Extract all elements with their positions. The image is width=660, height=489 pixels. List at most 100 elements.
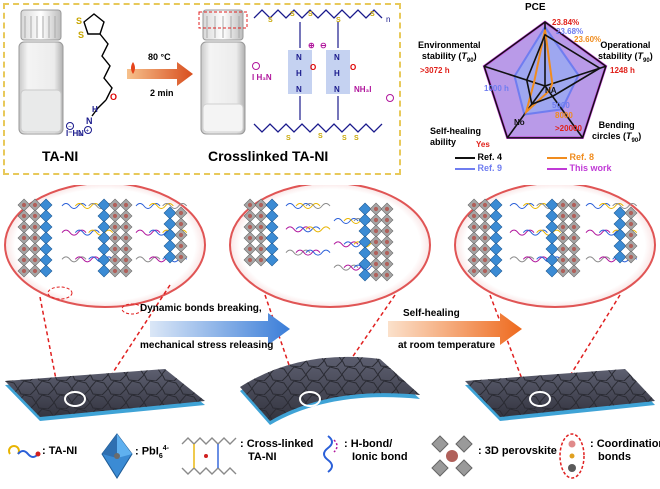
octahedron	[243, 198, 257, 212]
axis-op-line2: stability (	[598, 51, 638, 61]
octahedron-core	[571, 213, 577, 219]
octahedron-core	[247, 224, 253, 230]
arrow1-text-line1: Dynamic bonds breaking,	[140, 303, 262, 314]
axis-env-line2: stability (	[421, 51, 462, 61]
svg-text:S: S	[78, 30, 84, 40]
axis-bend-sub: 90	[631, 137, 639, 144]
octahedron-core	[258, 202, 264, 208]
chain-segment	[305, 226, 331, 233]
chain-segment	[333, 218, 359, 224]
octahedron-core	[373, 239, 379, 245]
chain-segment	[509, 229, 535, 236]
octahedron	[254, 209, 268, 223]
legend-ta-ni-text: : TA-NI	[42, 445, 78, 457]
axis-label-pce: PCE	[525, 2, 546, 13]
svg-text:O: O	[310, 63, 316, 72]
octahedron	[556, 264, 570, 278]
octahedron	[243, 253, 257, 267]
svg-text:S: S	[354, 135, 359, 142]
octahedron	[624, 250, 638, 264]
chain-segment	[135, 203, 161, 209]
octahedron-core	[21, 224, 27, 230]
radar-spoke	[544, 65, 607, 87]
svg-text:S: S	[370, 11, 375, 18]
legend-this-work-label: This work	[569, 163, 612, 173]
octahedron-core	[471, 268, 477, 274]
octahedron-core	[32, 268, 38, 274]
octahedron-core	[247, 235, 253, 241]
legend-ref9: Ref. 9	[455, 163, 502, 173]
legend-this-work: This work	[547, 163, 612, 173]
octahedron-core	[258, 224, 264, 230]
octahedron-core	[373, 250, 379, 256]
octahedron-face	[163, 250, 177, 264]
octahedron-core	[32, 235, 38, 241]
octahedron	[478, 242, 492, 256]
octahedron-face	[265, 253, 279, 267]
octahedron-core	[178, 254, 184, 260]
pbi6-octahedron-icon	[101, 433, 133, 479]
chain-segment	[285, 249, 311, 256]
radar-chart	[482, 20, 608, 140]
chain-segment	[295, 249, 321, 256]
octahedron	[556, 231, 570, 245]
octahedron-core	[178, 232, 184, 238]
axis-env-sub: 90	[466, 57, 474, 64]
chain-segment	[162, 203, 188, 209]
ta-ni-structure: S S O H N N I⁻H₃ − +	[66, 13, 117, 138]
octahedron	[567, 209, 581, 223]
svg-text:S: S	[342, 135, 347, 142]
octahedron	[556, 209, 570, 223]
legend-coordination-text: : Coordination bonds	[590, 438, 660, 464]
octahedron-core	[21, 235, 27, 241]
legend-coordination-line2: bonds	[598, 451, 631, 463]
octahedron-core	[384, 206, 390, 212]
octahedron	[28, 264, 42, 278]
chain-segment	[135, 229, 161, 236]
film-healed	[465, 369, 655, 421]
octahedron-core	[373, 217, 379, 223]
octahedron-core	[384, 250, 390, 256]
axis-op-sub: 90	[643, 57, 650, 64]
octahedron-core	[21, 202, 27, 208]
svg-text:N: N	[86, 116, 93, 126]
octahedron	[163, 250, 177, 264]
vial-crosslinked	[198, 9, 248, 135]
axis-op-line1: Operational	[600, 40, 651, 50]
flame-icon	[131, 62, 135, 74]
octahedron-core	[178, 221, 184, 227]
value-op-this-work: 1248 h	[610, 66, 635, 75]
octahedron-core	[247, 213, 253, 219]
octahedron	[467, 253, 481, 267]
octahedron	[174, 217, 188, 231]
legend-pbi6-sub: 6	[158, 452, 163, 460]
octahedron-core	[258, 213, 264, 219]
octahedron-core	[628, 221, 634, 227]
chain-segment	[509, 256, 535, 263]
octahedron-core	[560, 202, 566, 208]
svg-text:⊕: ⊕	[308, 41, 315, 50]
svg-text:S: S	[268, 17, 273, 24]
octahedron-core	[560, 235, 566, 241]
octahedron-core	[482, 257, 488, 263]
arrow-self-healing	[388, 313, 522, 345]
legend-ref4-label: Ref. 4	[477, 152, 503, 162]
chain-segment	[285, 203, 311, 209]
octahedron-core	[21, 246, 27, 252]
legend-hbond-text: : H-bond/ Ionic bond	[344, 438, 408, 464]
octahedron	[108, 253, 122, 267]
octahedron	[108, 242, 122, 256]
octahedron-core	[482, 246, 488, 252]
axis-label-environmental: Environmental stability (T90)	[418, 40, 481, 67]
octahedron	[17, 253, 31, 267]
axis-self-line1: Self-healing	[430, 126, 482, 136]
legend-coordination-line1: : Coordination	[590, 438, 660, 450]
svg-text:O: O	[110, 92, 117, 102]
label-crosslinked-ta-ni: Crosslinked TA-NI	[208, 148, 329, 164]
legend-ref8: Ref. 8	[547, 152, 594, 162]
octahedron	[489, 264, 503, 278]
octahedron-core	[471, 213, 477, 219]
octahedron	[369, 235, 383, 249]
octahedron-core	[571, 224, 577, 230]
octahedron-core	[178, 210, 184, 216]
